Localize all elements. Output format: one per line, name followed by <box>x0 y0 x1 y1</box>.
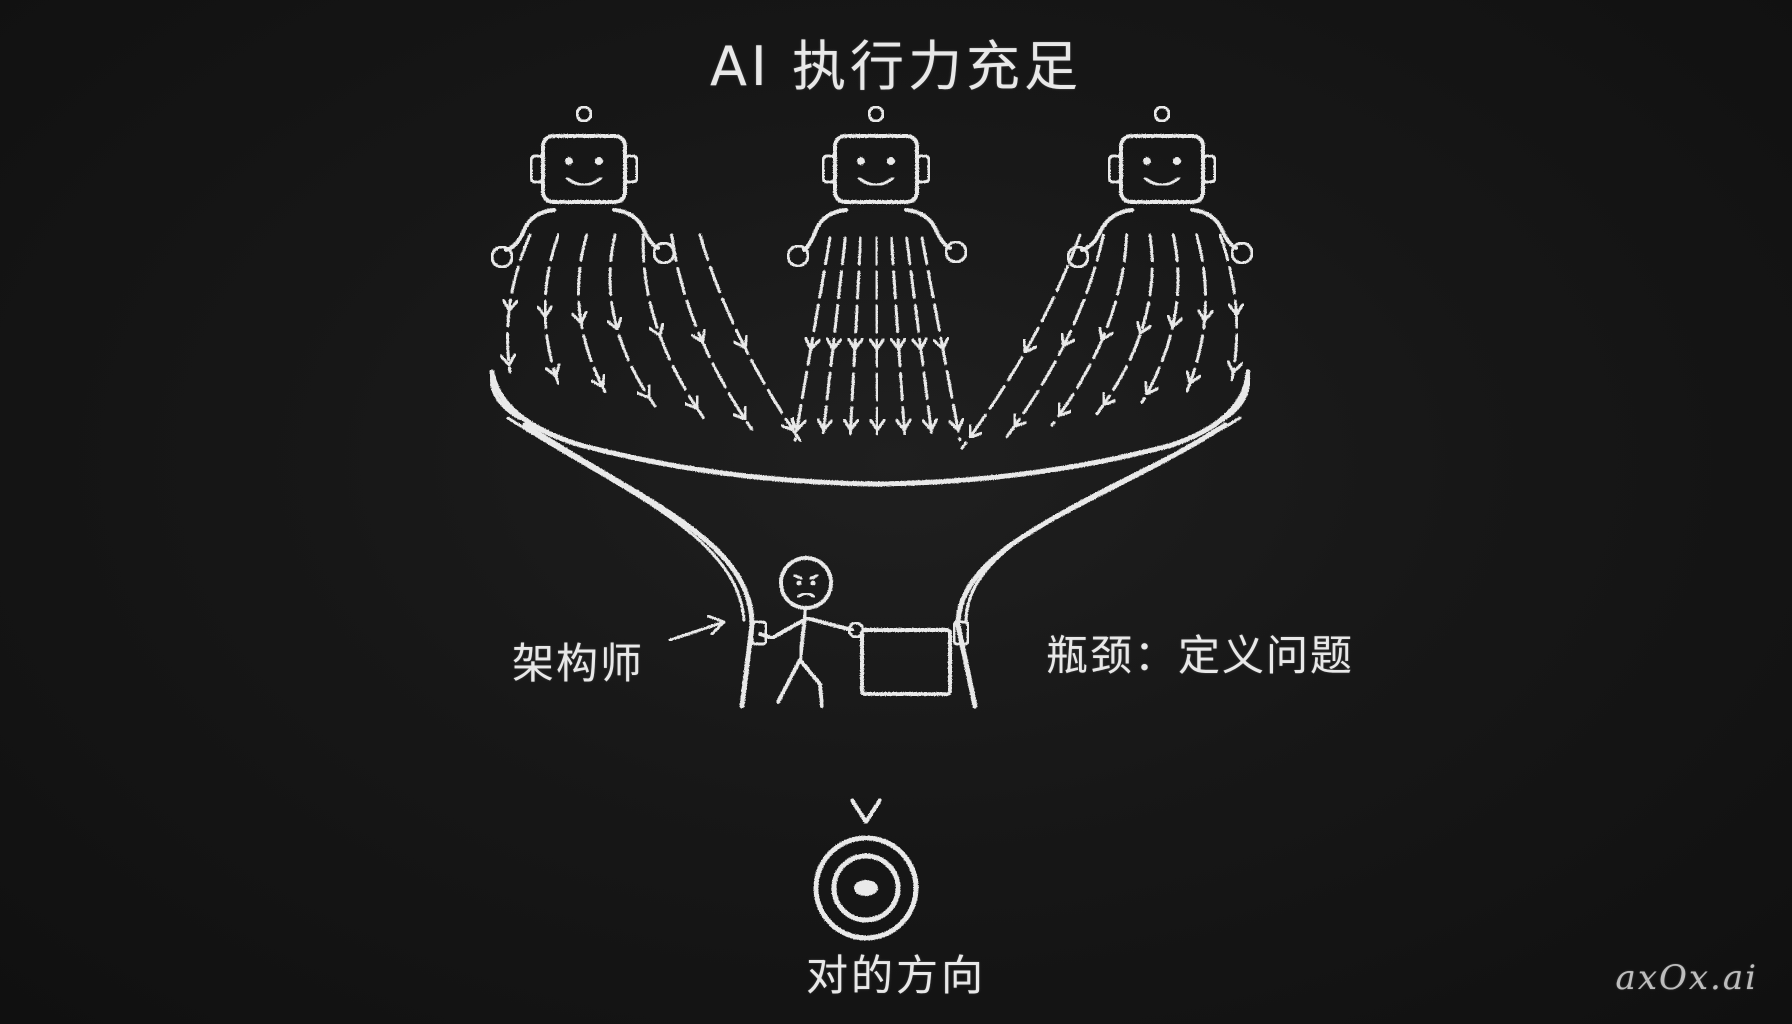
arrow-icon <box>536 304 554 319</box>
arrow-icon <box>1060 332 1076 348</box>
stream-line <box>793 236 832 442</box>
architect-pointer-arrow <box>668 614 726 642</box>
stream-line <box>1218 233 1239 382</box>
arrow-icon <box>868 418 886 432</box>
arrow-icon <box>895 417 913 432</box>
arrow-icon <box>571 310 588 325</box>
arrow-icon <box>1098 326 1114 342</box>
arrow-icon <box>1135 320 1152 335</box>
arrow-icon <box>1166 314 1184 329</box>
robot-icon <box>1066 104 1254 269</box>
arrow-icon <box>1226 359 1244 374</box>
arrow-icon <box>684 394 700 410</box>
stream-line <box>905 236 934 442</box>
arrow-icon <box>932 336 950 351</box>
arrow-icon <box>1143 380 1160 396</box>
arrow-icon <box>1101 391 1117 407</box>
arrow-icon <box>842 418 860 432</box>
arrow-icon <box>790 417 807 432</box>
arrow-icon <box>499 352 517 367</box>
arrow-icon <box>825 336 843 351</box>
stream-line <box>543 233 560 385</box>
arrow-icon <box>947 417 965 432</box>
stream-line <box>506 233 532 374</box>
stream-line <box>1095 233 1154 416</box>
architect-label: 架构师 <box>512 639 645 688</box>
arrow-icon <box>590 373 606 389</box>
arrow-icon <box>732 334 749 350</box>
target-label: 对的方向 <box>805 951 986 1000</box>
arrow-icon <box>911 336 929 351</box>
stick-figure-icon <box>750 556 970 708</box>
funnel-icon <box>489 369 1251 709</box>
arrow-icon <box>636 383 652 400</box>
arrow-icon <box>732 405 747 421</box>
stream-line <box>874 236 879 442</box>
arrow-icon <box>921 417 939 432</box>
stream-line <box>821 236 847 442</box>
arrow-icon <box>889 337 907 351</box>
robot-icon <box>786 104 968 268</box>
page-title: AI 执行力充足 <box>709 35 1083 98</box>
robot-icon <box>490 104 676 269</box>
dashed-arrow-down <box>850 710 882 824</box>
arrow-icon <box>690 328 707 344</box>
arrow-icon <box>1185 369 1202 385</box>
arrow-icon <box>1012 412 1028 429</box>
stream-line <box>1005 233 1105 439</box>
arrow-icon <box>544 362 561 378</box>
bottleneck-label: 瓶颈：定义问题 <box>1046 631 1355 680</box>
arrow-icon <box>606 316 623 331</box>
stream-line <box>670 233 754 431</box>
arrow-icon <box>1197 308 1214 323</box>
arrow-icon <box>1022 338 1038 354</box>
stream-line <box>641 233 705 420</box>
arrow-streams <box>499 233 1245 450</box>
stream-line <box>1050 233 1129 427</box>
stream-line <box>577 233 609 397</box>
stream-line <box>848 236 863 442</box>
stream-line <box>960 233 1082 450</box>
stream-line <box>920 236 962 442</box>
arrow-icon <box>1057 401 1072 418</box>
arrow-icon <box>816 417 834 432</box>
arrow-icon <box>846 337 864 351</box>
stream-line <box>1185 233 1208 393</box>
arrow-icon <box>1227 302 1245 317</box>
arrow-icon <box>868 337 886 351</box>
stream-line <box>889 236 907 442</box>
stream-line <box>1140 233 1180 404</box>
target-icon <box>813 835 919 941</box>
arrow-icon <box>968 423 983 439</box>
watermark: axOx.ai <box>1615 958 1758 998</box>
arrow-icon <box>648 322 665 337</box>
arrow-icon <box>804 336 821 351</box>
stream-line <box>608 233 657 408</box>
stream-line <box>698 233 802 442</box>
gate-icon <box>854 628 958 696</box>
arrow-icon <box>501 298 519 312</box>
